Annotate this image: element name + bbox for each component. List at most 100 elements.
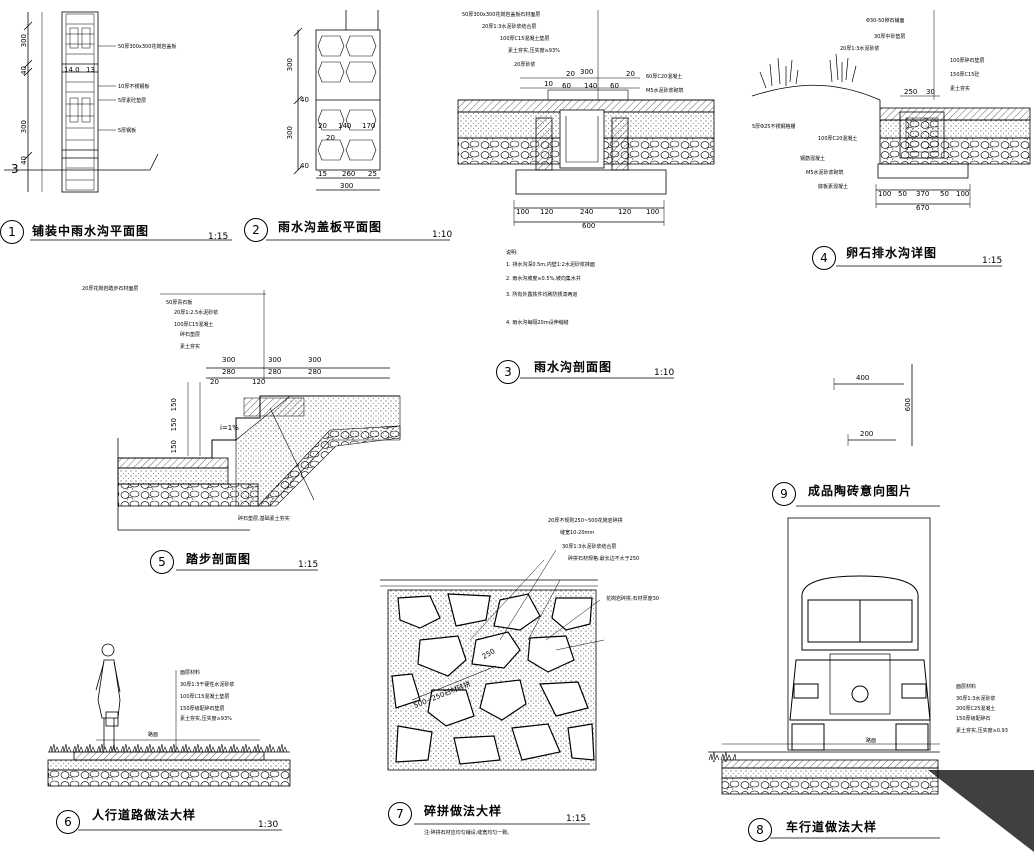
d3-bottom-dim: 120 [540, 208, 554, 216]
detail-1-scale: 1:15 [208, 232, 229, 242]
d3-legend-item: 2. 雨水沟坡度≥0.5%,坡向集水井 [506, 276, 581, 282]
d4-bottom-dim: 100 [878, 190, 892, 198]
title-underlines [30, 239, 1002, 839]
d1-section-mark: 3 [11, 162, 19, 176]
d5-height: 150 [170, 440, 178, 454]
d3-top-dim: 60 [562, 82, 571, 90]
d2-dim: 40 [300, 162, 309, 170]
d3-note: 20厚砂浆 [514, 62, 536, 68]
detail-3-scale: 1:10 [654, 368, 675, 378]
d4-bottom-dim: 50 [940, 190, 949, 198]
d2-inner: 170 [362, 122, 376, 130]
d7-note: 花岗岩碎拼,石材厚度30 [606, 596, 659, 602]
d8-road-label: 路面 [866, 738, 877, 744]
detail-9-drawing [833, 364, 913, 446]
detail-7-title: 碎拼做法大样 [424, 804, 503, 818]
d3-bottom-dim: 120 [618, 208, 632, 216]
d5-slope: i=1% [220, 424, 239, 432]
d2-inner: 20 [326, 134, 335, 142]
d4-left-note: 5厚Φ25不锈钢格栅 [752, 124, 796, 130]
d2-total: 300 [340, 182, 354, 190]
d7-bottom-note: 注:碎拼石材应均匀铺设,缝宽均匀一致。 [424, 830, 513, 836]
d9-dim: 600 [904, 398, 912, 412]
d1-note: 50厚300x300花岗岩盖板 [118, 44, 177, 50]
detail-4-scale: 1:15 [982, 256, 1003, 266]
d3-note: 20厚1:3水泥砂浆结合层 [482, 24, 537, 30]
detail-4-number: 4 [812, 246, 836, 270]
d1-note: 5厚钢板 [118, 128, 137, 134]
d5-note: 20厚花岗岩踏步石材面层 [82, 286, 139, 292]
d1-note: 10厚不锈钢板 [118, 84, 150, 90]
d5-dim: 120 [252, 378, 266, 386]
d5-dim: 280 [308, 368, 322, 376]
d2-dim: 300 [286, 126, 294, 140]
d4-bottom-dim: 100 [956, 190, 970, 198]
d4-note: 20厚1:3水泥砂浆 [840, 46, 880, 52]
d1-dim: 300 [20, 120, 28, 134]
d5-dim: 300 [268, 356, 282, 364]
d5-dim: 20 [210, 378, 219, 386]
d5-height: 150 [170, 418, 178, 432]
person-figure [95, 643, 121, 750]
d5-note: 素土夯实 [180, 344, 201, 350]
d4-bottom-total: 670 [916, 204, 930, 212]
d3-legend-title: 说明: [506, 250, 518, 256]
d1-note: 5厚素砼垫层 [118, 98, 147, 104]
d4-top-dim: 30 [926, 88, 935, 96]
d4-left-note: M5水泥砂浆砌筑 [806, 170, 844, 176]
detail-4-title: 卵石排水沟详图 [846, 246, 938, 260]
detail-1-number: 1 [0, 220, 24, 244]
d4-left-note: 底板素混凝土 [818, 184, 849, 190]
detail-7-number: 7 [388, 802, 412, 826]
detail-3-title: 雨水沟剖面图 [534, 360, 613, 374]
detail-5-drawing [117, 290, 401, 531]
d3-top-dim: 10 [544, 80, 553, 88]
d4-note: 30厚中砂垫层 [874, 34, 906, 40]
d4-left-note: 100厚C20混凝土 [818, 136, 858, 142]
d5-bottom-note: 碎石垫层,基础素土夯实 [238, 516, 290, 522]
d4-note: Φ30-50卵石铺面 [866, 18, 905, 24]
detail-2-number: 2 [244, 218, 268, 242]
detail-1-drawing [4, 11, 159, 193]
d1-dim-small: 13 [86, 66, 95, 74]
d8-note: 200厚C25混凝土 [956, 706, 996, 712]
d3-legend-item: 1. 排水沟深0.5m,内壁1:2水泥砂浆抹面 [506, 262, 595, 268]
d5-note: 100厚C15混凝土 [174, 322, 214, 328]
d2-inner: 140 [338, 122, 352, 130]
detail-1-title: 铺装中雨水沟平面图 [32, 224, 150, 238]
d3-bottom-dim: 100 [516, 208, 530, 216]
d3-note: 60厚C20混凝土 [646, 74, 683, 80]
d2-dim: 300 [286, 58, 294, 72]
d4-left-note: 钢筋混凝土 [800, 156, 826, 162]
detail-6-scale: 1:30 [258, 820, 279, 830]
detail-2-title: 雨水沟盖板平面图 [278, 220, 383, 234]
d6-note: 素土夯实,压实度≥93% [180, 716, 232, 722]
d5-note: 碎石垫层 [180, 332, 201, 338]
d3-top-dim: 20 [626, 70, 635, 78]
d4-note: 100厚碎石垫层 [950, 58, 985, 64]
d7-note: 缝宽10-20mm [560, 530, 595, 536]
d4-bottom-dim: 370 [916, 190, 930, 198]
d4-note: 素土夯实 [950, 86, 971, 92]
detail-2-scale: 1:10 [432, 230, 453, 240]
d5-height: 150 [170, 398, 178, 412]
d3-note: 素土夯实,压实度≥93% [508, 48, 560, 54]
detail-2-drawing [293, 10, 381, 191]
d2-dim: 40 [300, 96, 309, 104]
d7-note: 30厚1:3水泥砂浆结合层 [562, 544, 617, 550]
detail-8-number: 8 [748, 818, 772, 842]
d5-dim: 280 [222, 368, 236, 376]
d3-top-dim: 20 [566, 70, 575, 78]
d3-bottom-dim: 240 [580, 208, 594, 216]
d8-note: 30厚1:3水泥砂浆 [956, 696, 996, 702]
d5-dim: 300 [222, 356, 236, 364]
detail-3-drawing [457, 10, 715, 226]
detail-7-drawing [380, 549, 605, 771]
detail-5-number: 5 [150, 550, 174, 574]
d6-note: 150厚级配碎石垫层 [180, 706, 225, 712]
d8-note: 150厚级配碎石 [956, 716, 991, 722]
d2-dim-h: 15 [318, 170, 327, 178]
detail-5-title: 踏步剖面图 [186, 552, 252, 566]
detail-7-scale: 1:15 [566, 814, 587, 824]
